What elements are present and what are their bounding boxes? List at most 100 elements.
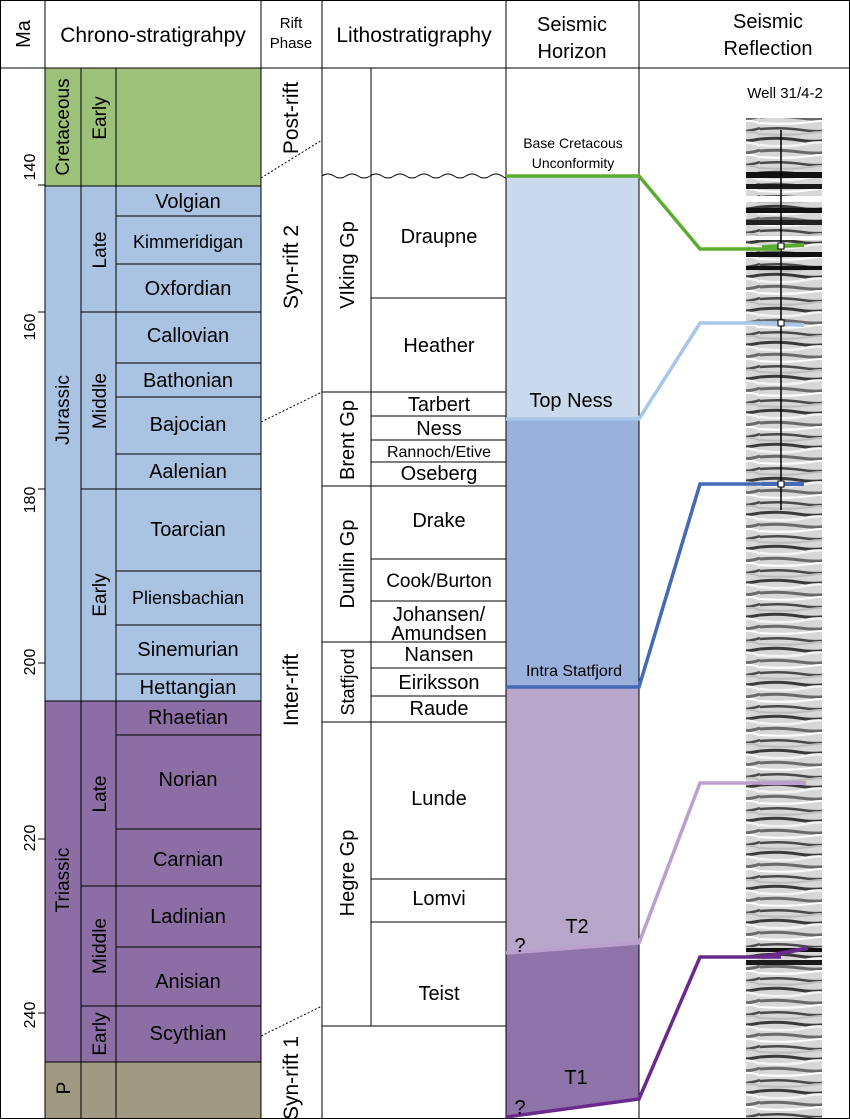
top-ness-line — [506, 321, 781, 421]
t1-line — [505, 955, 781, 1119]
header-chrono: Chrono-stratigrahpy — [60, 24, 246, 47]
header-rift-1: Rift — [280, 15, 303, 32]
horizon-question-1: ? — [514, 935, 525, 957]
horizon-bcu-label-2: Unconformity — [532, 155, 614, 171]
header-ma: Ma — [13, 19, 35, 48]
header-reflection-1: Seismic — [733, 11, 803, 33]
stage-rhaetian: Rhaetian — [148, 707, 228, 729]
stage-bajocian: Bajocian — [150, 414, 227, 436]
fm-tarbert: Tarbert — [408, 394, 471, 416]
fm-eiriksson: Eiriksson — [398, 672, 479, 694]
fm-drake: Drake — [412, 510, 465, 532]
stage-bathonian: Bathonian — [143, 370, 233, 392]
unconformity-line — [321, 173, 507, 179]
jurassic-band — [45, 186, 261, 701]
period-permian: P — [54, 1082, 75, 1095]
bcu-line — [506, 174, 781, 251]
fm-ness: Ness — [416, 418, 462, 440]
triassic-band — [45, 701, 261, 1062]
group-hegre: Hegre Gp — [337, 830, 359, 917]
stage-scythian: Scythian — [150, 1023, 227, 1045]
horizon-question-2: ? — [514, 1097, 525, 1119]
period-jurassic: Jurassic — [53, 375, 74, 445]
fm-johansen: Johansen/ — [393, 604, 486, 626]
stage-sinemurian: Sinemurian — [137, 639, 238, 661]
stage-anisian: Anisian — [155, 971, 221, 993]
horizon-labels: Base Cretacous Unconformity Top Ness Int… — [514, 135, 622, 1119]
horizon-bcu-label-1: Base Cretacous — [523, 135, 623, 151]
epoch-jurassic-middle: Middle — [90, 373, 111, 429]
well-markers — [777, 242, 785, 488]
stage-pliensbachian: Pliensbachian — [132, 588, 244, 608]
epochs: Early Late Middle Early Late Middle Earl… — [90, 96, 111, 1056]
stage-toarcian: Toarcian — [150, 519, 226, 541]
epoch-triassic-early: Early — [90, 1012, 111, 1056]
ma-tick-220: 220 — [22, 825, 39, 852]
stage-volgian: Volgian — [155, 191, 221, 213]
ma-tick-200: 200 — [22, 649, 39, 676]
fm-raude: Raude — [410, 698, 469, 720]
period-cretaceous: Cretaceous — [53, 78, 74, 175]
fm-amundsen: Amundsen — [391, 623, 487, 645]
fm-lunde: Lunde — [411, 788, 467, 810]
horizon-top-ness-label: Top Ness — [529, 390, 612, 412]
header-horizon-1: Seismic — [537, 14, 607, 36]
header-litho: Lithostratigraphy — [336, 24, 492, 47]
header-reflection-2: Reflection — [724, 38, 813, 60]
epoch-triassic-late: Late — [90, 776, 111, 813]
epoch-jurassic-late: Late — [90, 232, 111, 269]
fm-teist: Teist — [418, 983, 460, 1005]
stage-aalenian: Aalenian — [149, 461, 227, 483]
group-dunlin: Dunlin Gp — [337, 520, 359, 609]
stage-norian: Norian — [159, 769, 218, 791]
period-triassic: Triassic — [53, 848, 74, 913]
fm-heather: Heather — [403, 335, 474, 357]
horizon-fill-t2 — [506, 687, 639, 953]
ma-ticks: 140 160 180 200 220 240 — [22, 154, 39, 1029]
epoch-jurassic-early: Early — [90, 573, 111, 617]
group-viking: VIking Gp — [337, 221, 359, 309]
stages: Volgian Kimmeridigan Oxfordian Callovian… — [132, 191, 244, 1045]
group-brent: Brent Gp — [337, 400, 359, 480]
well-label: Well 31/4-2 — [747, 85, 823, 102]
formations: Draupne Heather Tarbert Ness Rannoch/Eti… — [386, 226, 492, 1005]
permian-band — [45, 1062, 261, 1119]
seismic-strong-reflectors — [746, 172, 822, 965]
rift-syn-rift-1: Syn-rift 1 — [280, 1036, 303, 1119]
stage-ladinian: Ladinian — [150, 906, 226, 928]
fm-rannoch-etive: Rannoch/Etive — [387, 444, 491, 461]
fm-draupne: Draupne — [401, 226, 478, 248]
header-rift-2: Phase — [270, 35, 313, 52]
group-statfjord: Statfjord — [338, 648, 358, 715]
epoch-triassic-middle: Middle — [90, 918, 111, 974]
groups: VIking Gp Brent Gp Dunlin Gp Statfjord H… — [337, 221, 359, 916]
stage-callovian: Callovian — [147, 325, 229, 347]
horizon-t1-label: T1 — [564, 1067, 587, 1089]
periods: Cretaceous Jurassic Triassic P — [53, 78, 75, 1094]
fm-nansen: Nansen — [405, 644, 474, 666]
horizon-intra-statfjord-label: Intra Statfjord — [526, 663, 622, 680]
rift-inter-rift: Inter-rift — [280, 654, 303, 727]
rift-phases: Post-rift Syn-rift 2 Inter-rift Syn-rift… — [280, 82, 303, 1119]
horizon-fill-jurassic — [506, 419, 639, 687]
header-horizon-2: Horizon — [538, 41, 607, 63]
rift-connectors — [260, 139, 323, 1037]
fm-oseberg: Oseberg — [401, 463, 478, 485]
t2-line — [505, 781, 781, 955]
ma-tick-240: 240 — [22, 1002, 39, 1029]
ma-tick-180: 180 — [22, 487, 39, 514]
horizon-fill-upper — [506, 176, 639, 419]
rift-syn-rift-2: Syn-rift 2 — [280, 225, 303, 309]
stage-carnian: Carnian — [153, 849, 223, 871]
horizon-fill-t1 — [506, 943, 639, 1117]
ma-tick-160: 160 — [22, 314, 39, 341]
rift-post-rift: Post-rift — [280, 82, 303, 155]
epoch-cretaceous-early: Early — [90, 96, 111, 140]
horizon-t2-label: T2 — [565, 916, 588, 938]
stage-hettangian: Hettangian — [140, 677, 237, 699]
intra-statfjord-line — [506, 482, 781, 689]
cretaceous-band — [45, 68, 261, 186]
ma-tick-140: 140 — [22, 154, 39, 181]
